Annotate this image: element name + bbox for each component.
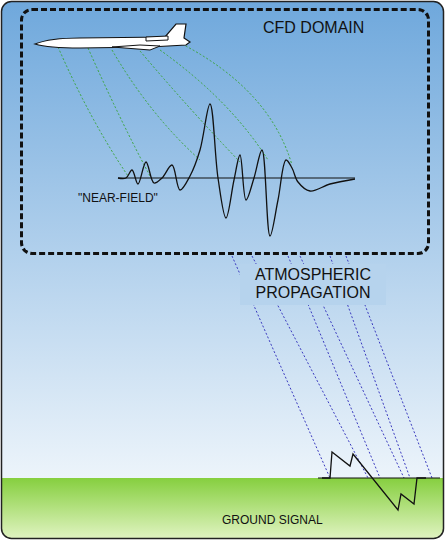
ray: [112, 50, 200, 160]
cfd-domain-box: CFD DOMAIN "NEAR-FIELD": [20, 8, 430, 255]
wing: [112, 45, 160, 50]
near-field-signal: [118, 104, 355, 236]
ground-signal-wave: [322, 452, 426, 510]
node-note: "NEAR-FIELD": [78, 191, 158, 205]
ray: [182, 44, 292, 165]
ray: [160, 50, 268, 160]
ground-band: [2, 478, 444, 539]
fuselage: [35, 24, 190, 48]
region-label: ATMOSPHERIC PROPAGATION: [240, 264, 386, 305]
node-title: CFD DOMAIN: [263, 19, 364, 37]
aircraft: [35, 24, 190, 50]
near-field-baseline: [118, 177, 355, 178]
engine: [146, 36, 168, 41]
ray: [88, 48, 150, 176]
ray: [140, 51, 240, 162]
node-title: GROUND SIGNAL: [222, 513, 323, 527]
near-field-rays: [58, 44, 292, 176]
ground-band: GROUND SIGNAL: [3, 478, 442, 535]
propagation-rays: [232, 256, 432, 478]
